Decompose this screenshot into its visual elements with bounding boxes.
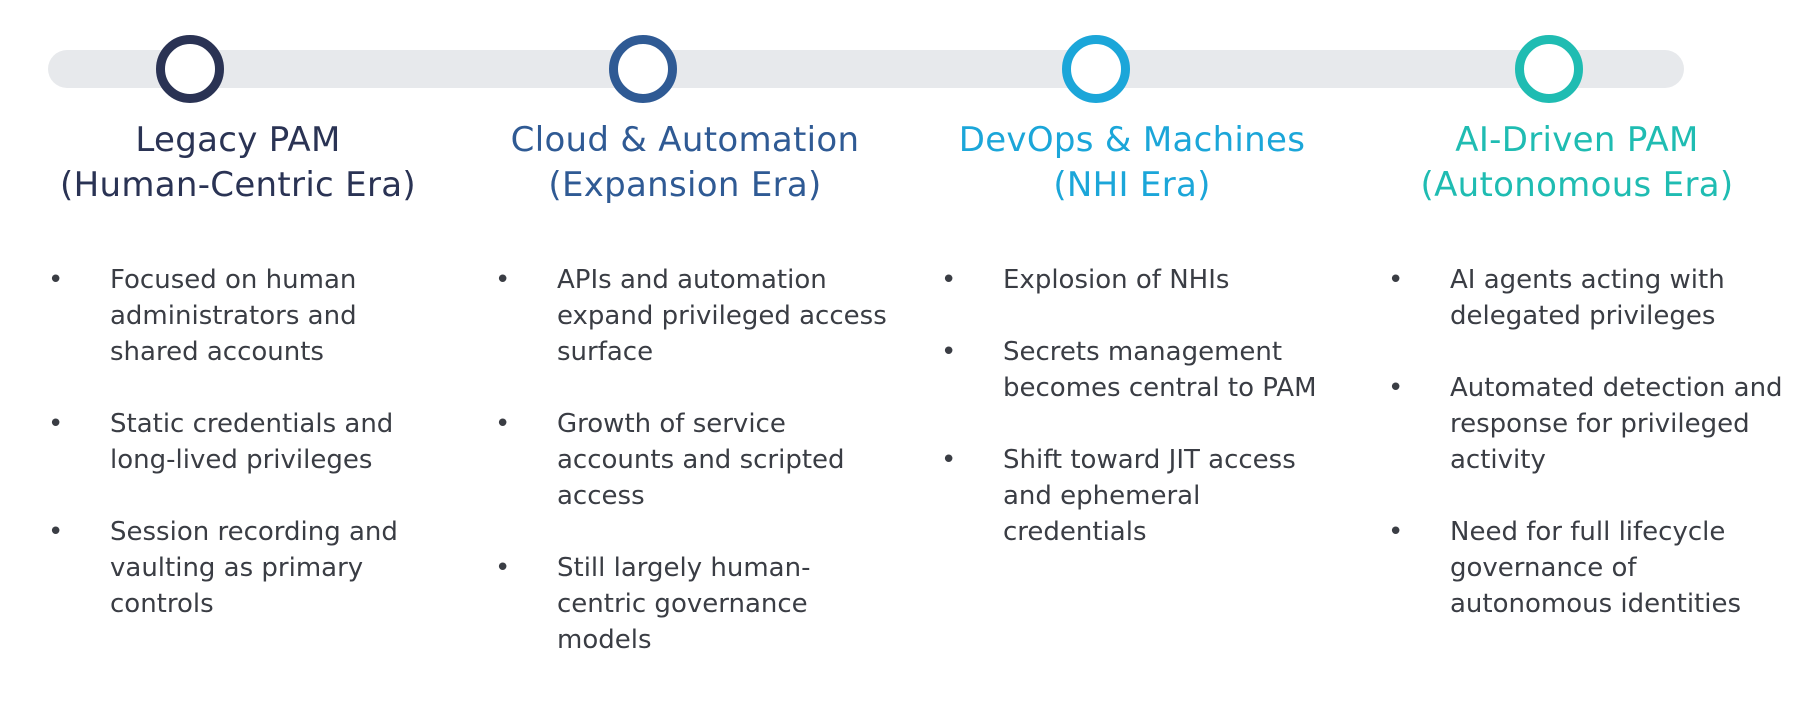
era-3-title-line2: (NHI Era): [1053, 165, 1211, 205]
era-3-bullet-3-text: Shift toward JIT access and ephemeral cr…: [1003, 445, 1296, 547]
era-2-title-line2: (Expansion Era): [548, 165, 822, 205]
bullet-dot-icon: •: [1388, 373, 1404, 403]
era-1-node-icon: [156, 35, 224, 103]
bullet-dot-icon: •: [48, 409, 64, 439]
bullet-dot-icon: •: [941, 265, 957, 295]
era-2-bullet-3-text: Still largely human-centric governance m…: [557, 553, 811, 655]
era-3-bullet-1: • Explosion of NHIs: [941, 262, 1341, 298]
era-3-bullet-1-text: Explosion of NHIs: [1003, 265, 1230, 295]
era-2-title: Cloud & Automation (Expansion Era): [465, 118, 905, 208]
era-4-title-line2: (Autonomous Era): [1420, 165, 1734, 205]
era-4-node-icon: [1515, 35, 1583, 103]
era-1-bullet-2: • Static credentials and long-lived privi…: [48, 406, 448, 478]
bullet-dot-icon: •: [495, 409, 511, 439]
era-1-bullet-2-text: Static credentials and long-lived privil…: [110, 409, 394, 475]
era-3-title: DevOps & Machines (NHI Era): [912, 118, 1352, 208]
era-2-bullet-3: • Still largely human-centric governance …: [495, 550, 895, 658]
era-2-bullet-list: • APIs and automation expand privileged a…: [495, 262, 895, 694]
era-1-bullet-1-text: Focused on human administrators and shar…: [110, 265, 357, 367]
era-4-bullet-2: • Automated detection and response for pr…: [1388, 370, 1788, 478]
era-1-title: Legacy PAM (Human-Centric Era): [18, 118, 458, 208]
era-1-bullet-1: • Focused on human administrators and sha…: [48, 262, 448, 370]
era-3-node-icon: [1062, 35, 1130, 103]
era-2-bullet-1-text: APIs and automation expand privileged ac…: [557, 265, 887, 367]
era-1-title-line1: Legacy PAM: [135, 120, 341, 160]
bullet-dot-icon: •: [48, 517, 64, 547]
era-2-title-line1: Cloud & Automation: [510, 120, 860, 160]
era-1-bullet-3: • Session recording and vaulting as prima…: [48, 514, 448, 622]
era-3-bullet-3: • Shift toward JIT access and ephemeral c…: [941, 442, 1341, 550]
bullet-dot-icon: •: [1388, 517, 1404, 547]
bullet-dot-icon: •: [941, 445, 957, 475]
era-4-bullet-1-text: AI agents acting with delegated privileg…: [1450, 265, 1725, 331]
bullet-dot-icon: •: [48, 265, 64, 295]
era-2-node-icon: [609, 35, 677, 103]
timeline-track: [48, 50, 1684, 88]
era-4-bullet-3-text: Need for full lifecycle governance of au…: [1450, 517, 1742, 619]
era-4-bullet-1: • AI agents acting with delegated privile…: [1388, 262, 1788, 334]
era-2-bullet-2-text: Growth of service accounts and scripted …: [557, 409, 845, 511]
era-4-title: AI-Driven PAM (Autonomous Era): [1357, 118, 1797, 208]
era-4-bullet-3: • Need for full lifecycle governance of a…: [1388, 514, 1788, 622]
bullet-dot-icon: •: [1388, 265, 1404, 295]
era-3-bullet-2: • Secrets management becomes central to P…: [941, 334, 1341, 406]
era-3-title-line1: DevOps & Machines: [958, 120, 1306, 160]
era-1-title-line2: (Human-Centric Era): [60, 165, 416, 205]
era-2-bullet-2: • Growth of service accounts and scripted…: [495, 406, 895, 514]
bullet-dot-icon: •: [495, 265, 511, 295]
era-1-bullet-list: • Focused on human administrators and sha…: [48, 262, 448, 658]
era-3-bullet-2-text: Secrets management becomes central to PA…: [1003, 337, 1317, 403]
era-4-title-line1: AI-Driven PAM: [1455, 120, 1699, 160]
era-2-bullet-1: • APIs and automation expand privileged a…: [495, 262, 895, 370]
bullet-dot-icon: •: [495, 553, 511, 583]
era-4-bullet-list: • AI agents acting with delegated privile…: [1388, 262, 1788, 658]
era-4-bullet-2-text: Automated detection and response for pri…: [1450, 373, 1783, 475]
era-1-bullet-3-text: Session recording and vaulting as primar…: [110, 517, 398, 619]
era-3-bullet-list: • Explosion of NHIs • Secrets management b…: [941, 262, 1341, 586]
bullet-dot-icon: •: [941, 337, 957, 367]
